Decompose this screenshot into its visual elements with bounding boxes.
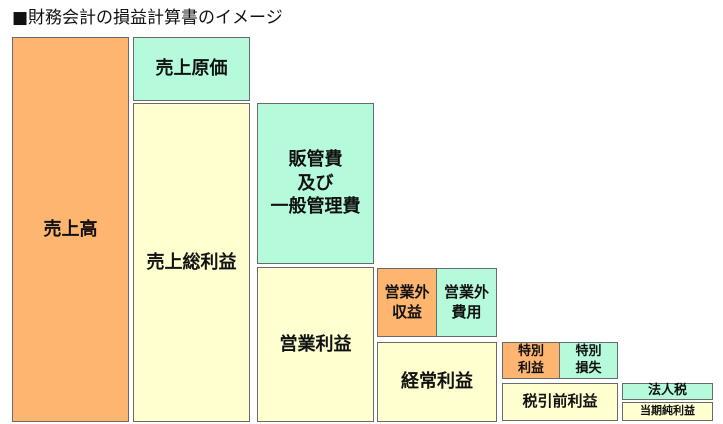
box-cogs: 売上原価 (133, 37, 250, 101)
box-sga: 販管費 及び 一般管理費 (257, 103, 374, 264)
box-sales: 売上高 (12, 37, 129, 422)
diagram-title: ■財務会計の損益計算書のイメージ (12, 8, 283, 28)
box-corporate-tax: 法人税 (622, 383, 713, 400)
box-ordinary-profit: 経常利益 (377, 342, 497, 422)
box-non-operating-expense: 営業外 費用 (436, 268, 497, 337)
box-gross-profit: 売上総利益 (133, 103, 250, 422)
box-net-profit: 当期純利益 (622, 402, 713, 421)
box-extraordinary-income: 特別 利益 (502, 342, 560, 379)
box-extraordinary-loss: 特別 損失 (559, 342, 618, 379)
box-operating-profit: 営業利益 (257, 267, 374, 422)
box-non-operating-income: 営業外 収益 (377, 268, 437, 337)
box-pretax-profit: 税引前利益 (502, 383, 618, 421)
